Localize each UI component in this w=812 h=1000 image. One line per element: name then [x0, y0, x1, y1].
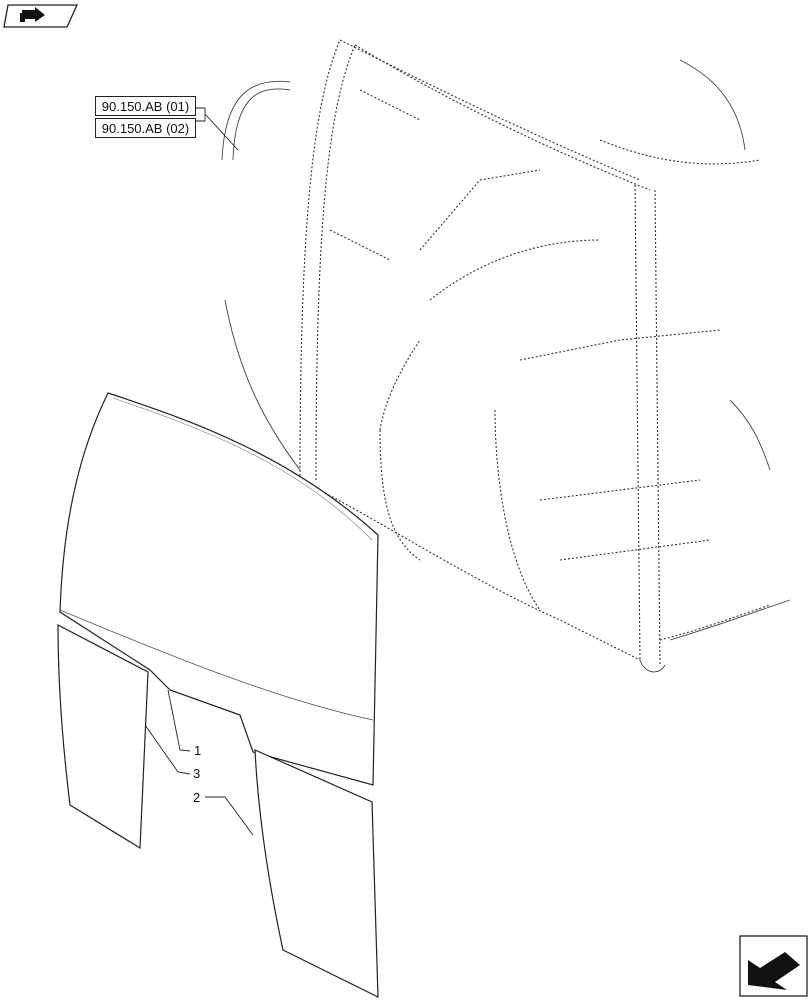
panel-lower-right [254, 749, 379, 998]
cab-frame-outline [221, 59, 791, 673]
reference-box-01[interactable]: 90.150.AB (01) [95, 96, 196, 116]
navigation-arrow-icon[interactable] [3, 4, 79, 28]
next-page-arrow-icon[interactable] [739, 935, 808, 997]
cab-frame [299, 39, 771, 666]
panel-main [59, 392, 379, 786]
callout-item-2: 2 [193, 790, 201, 805]
panel-main-seam [59, 609, 374, 721]
panel-lower-left [57, 624, 149, 850]
reference-box-02[interactable]: 90.150.AB (02) [95, 118, 196, 138]
leader-lines [144, 107, 254, 836]
panel-main-inner-edge [112, 397, 373, 541]
callout-item-3: 3 [193, 766, 201, 781]
callout-item-1: 1 [194, 743, 202, 758]
